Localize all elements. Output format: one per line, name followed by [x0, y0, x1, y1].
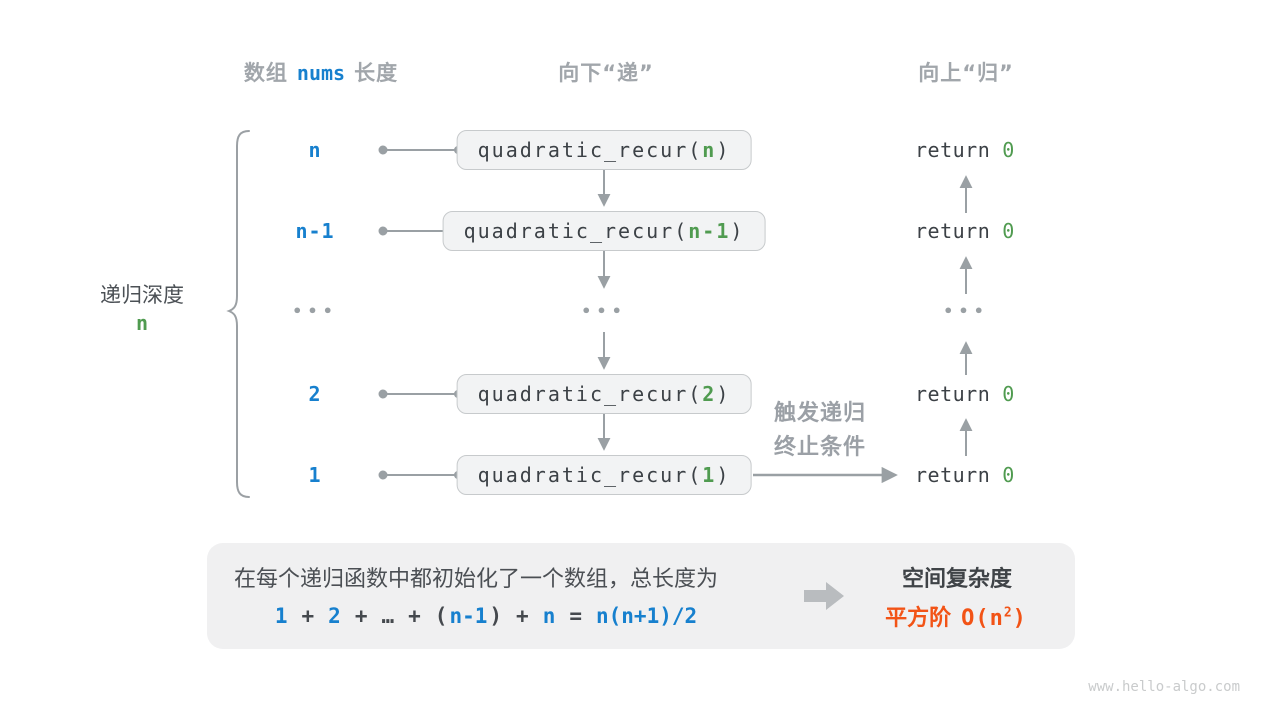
formula-token: = [569, 604, 582, 628]
call-box: quadratic_recur(n-1) [442, 211, 766, 251]
return-statement: return 0 [915, 219, 1015, 243]
space-complexity-title: 空间复杂度 [901, 567, 1013, 592]
call-box: quadratic_recur(2) [456, 374, 752, 414]
formula-token: + [408, 604, 421, 628]
call-fn-name: quadratic_recur( [463, 219, 689, 243]
total-length-formula: 1 +2 + … + (n-1) + n = n(n+1)/2 [268, 604, 704, 628]
formula-token: + [354, 604, 368, 628]
call-fn-name: quadratic_recur( [477, 463, 703, 487]
formula-token: ) [489, 604, 503, 628]
trigger-label-line2: 终止条件 [773, 435, 867, 460]
header-array-length: 数组 nums 长度 [244, 57, 398, 87]
formula-token: + [516, 604, 529, 628]
nums-code-label: nums [296, 61, 346, 85]
ellipsis-returns: ••• [943, 301, 989, 321]
call-close-paren: ) [716, 138, 731, 162]
header-recurse-down: 向下“递” [558, 61, 654, 85]
call-box: quadratic_recur(1) [456, 455, 752, 495]
ellipsis-calls: ••• [581, 301, 627, 321]
big-o-notation: O(n2) [961, 605, 1027, 631]
complexity-order-name: 平方阶 [885, 606, 952, 631]
return-value: 0 [1002, 382, 1015, 406]
return-keyword: return [915, 382, 991, 406]
panel-description: 在每个递归函数中都初始化了一个数组，总长度为 [233, 567, 719, 592]
formula-token: ( [434, 604, 448, 628]
summary-panel [207, 543, 1075, 649]
implies-arrow-icon [804, 582, 844, 610]
size-label: 2 [308, 382, 322, 406]
depth-brace [226, 130, 250, 498]
call-arg: 2 [702, 382, 717, 406]
call-fn-name: quadratic_recur( [477, 138, 703, 162]
formula-token: n-1 [449, 604, 488, 628]
call-arg: 1 [702, 463, 717, 487]
ellipsis-sizes: ••• [292, 301, 338, 321]
size-label: n [308, 138, 322, 162]
size-label: 1 [308, 463, 322, 487]
return-value: 0 [1002, 219, 1015, 243]
recursion-depth-value: n [135, 311, 149, 335]
return-statement: return 0 [915, 382, 1015, 406]
call-fn-name: quadratic_recur( [477, 382, 703, 406]
return-value: 0 [1002, 138, 1015, 162]
call-close-paren: ) [716, 463, 731, 487]
formula-token: + [301, 604, 315, 628]
formula-token: n(n+1)/2 [596, 604, 698, 628]
call-close-paren: ) [716, 382, 731, 406]
formula-token: n [542, 604, 556, 628]
recursion-depth-label: 递归深度 [100, 283, 184, 307]
call-arg: n-1 [688, 219, 731, 243]
formula-token: … [381, 604, 395, 628]
formula-token: 2 [328, 604, 341, 628]
size-to-box-connectors [378, 145, 462, 480]
return-keyword: return [915, 138, 991, 162]
return-statement: return 0 [915, 463, 1015, 487]
return-statement: return 0 [915, 138, 1015, 162]
header-array-prefix: 数组 [243, 61, 288, 85]
return-value: 0 [1002, 463, 1015, 487]
watermark: www.hello-algo.com [1088, 679, 1240, 695]
trigger-label-line1: 触发递归 [773, 401, 867, 426]
header-return-up: 向上“归” [918, 61, 1014, 85]
call-box: quadratic_recur(n) [456, 130, 752, 170]
space-complexity-value: 平方阶 O(n2) [885, 600, 1027, 632]
return-keyword: return [915, 463, 991, 487]
call-arg: n [702, 138, 717, 162]
call-close-paren: ) [730, 219, 745, 243]
header-array-suffix: 长度 [354, 61, 399, 85]
return-keyword: return [915, 219, 991, 243]
size-label: n-1 [295, 219, 335, 243]
formula-token: 1 [274, 604, 288, 628]
